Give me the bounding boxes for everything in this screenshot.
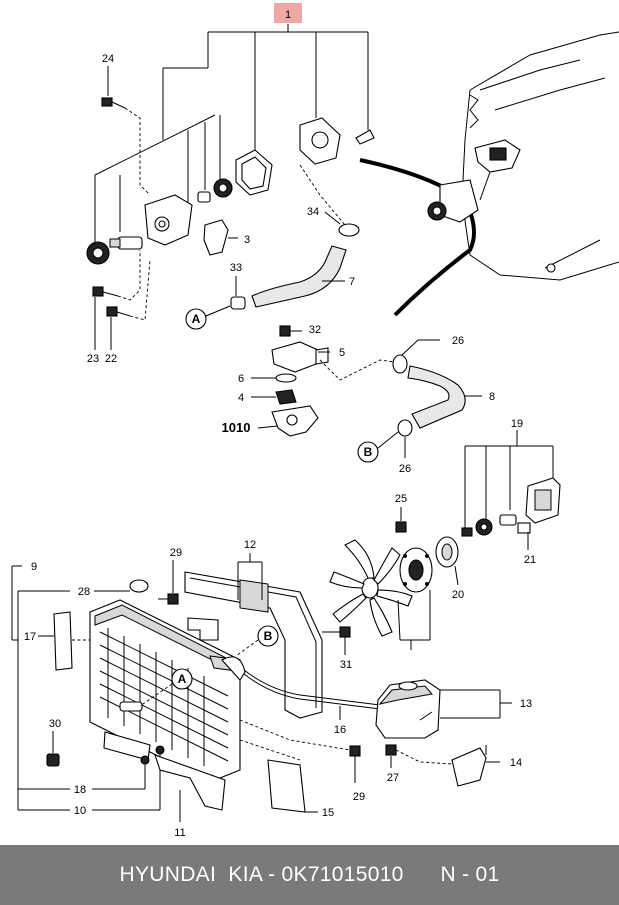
bracket-3	[203, 219, 238, 256]
callout-12: 12	[244, 539, 256, 551]
callout-23: 23	[87, 353, 99, 365]
callout-33: 33	[230, 262, 242, 274]
callout-26-top: 26	[452, 335, 464, 347]
callout-7: 7	[349, 276, 355, 288]
water-pump-19-group	[461, 430, 561, 550]
callout-22: 22	[105, 353, 117, 365]
callout-10: 10	[74, 805, 86, 817]
callout-1010: 1010	[222, 420, 251, 435]
ref-b-bottom: B	[264, 629, 273, 643]
ref-circle-b-bottom	[257, 625, 279, 647]
ref-circle-b-top	[357, 441, 379, 463]
reservoir-tank-13	[375, 679, 512, 739]
callout-9: 9	[31, 561, 37, 573]
callout-34: 34	[307, 206, 319, 218]
ref-a-top-leader	[205, 305, 231, 317]
lower-hose-8	[392, 339, 482, 458]
callout-19: 19	[511, 418, 523, 430]
callout-21: 21	[524, 554, 536, 566]
callout-18: 18	[74, 784, 86, 796]
callout-30: 30	[49, 718, 61, 730]
callout-28: 28	[78, 586, 90, 598]
water-pump-assembly	[86, 117, 375, 265]
bolt-29-upper	[158, 560, 179, 605]
callout-31: 31	[340, 659, 352, 671]
ref-circle-a-top	[185, 308, 207, 330]
callout-3: 3	[244, 234, 250, 246]
callout-14: 14	[510, 757, 522, 769]
engine-water-pump-mounted	[427, 139, 521, 223]
bolt-27	[385, 744, 453, 768]
side-bracket-17	[53, 611, 90, 671]
callout-11: 11	[174, 827, 185, 839]
overflow-hose-16	[243, 669, 381, 720]
callout-16: 16	[334, 724, 346, 736]
callout-32: 32	[309, 324, 321, 336]
callout-17: 17	[24, 631, 36, 643]
cover-panel-15	[239, 739, 318, 813]
callout-6: 6	[238, 373, 244, 385]
ref-b-bottom-leader	[235, 639, 259, 657]
cooling-fan	[329, 539, 431, 650]
callout-25: 25	[395, 493, 407, 505]
footer-bar: HYUNDAI KIA - 0K71015010 N - 01	[0, 845, 619, 905]
engine-front-edge	[359, 158, 476, 317]
bolt-29-lower	[239, 719, 361, 783]
thermostat-group	[251, 325, 396, 437]
footer-part-number: HYUNDAI KIA - 0K71015010 N - 01	[119, 863, 500, 886]
upper-hose-7	[251, 245, 347, 308]
callout-29-top: 29	[170, 547, 182, 559]
callout-1: 1	[285, 9, 291, 21]
bracket-14	[451, 745, 500, 787]
fan-clutch	[399, 547, 433, 593]
lower-brackets-11-18	[103, 731, 226, 822]
bolt-31	[322, 626, 351, 655]
callout-4: 4	[238, 392, 244, 404]
fan-shroud-12	[184, 553, 323, 719]
callout-8: 8	[489, 391, 495, 403]
clamp-33	[230, 276, 246, 310]
bolt-25	[395, 507, 407, 533]
radiator-cap-28	[94, 579, 149, 593]
callout-13: 13	[520, 698, 532, 710]
radiator	[89, 599, 246, 783]
bolt-24	[101, 97, 151, 196]
engine-block-outline	[461, 31, 619, 281]
callout-24: 24	[102, 53, 114, 65]
callout-20: 20	[452, 589, 464, 601]
clamp-34	[299, 164, 360, 237]
pulley-20	[435, 536, 459, 586]
callout-26-bottom: 26	[399, 463, 411, 475]
bolts-22-23	[92, 250, 151, 350]
ref-a-top: A	[192, 312, 201, 326]
callout-15: 15	[322, 807, 334, 819]
callout-5: 5	[339, 347, 345, 359]
callout-29-bottom: 29	[353, 791, 365, 803]
ref-b-top-leader	[377, 431, 399, 449]
callout-1-highlight	[274, 3, 302, 23]
callout-27: 27	[387, 772, 399, 784]
ref-b-top: B	[364, 445, 373, 459]
drain-plug-30	[46, 731, 60, 767]
ref-a-bottom-leader	[139, 683, 173, 707]
ref-circle-a-bottom	[171, 668, 193, 690]
ref-a-bottom: A	[178, 672, 187, 686]
cooling-system-diagram: 1	[11, 3, 619, 839]
